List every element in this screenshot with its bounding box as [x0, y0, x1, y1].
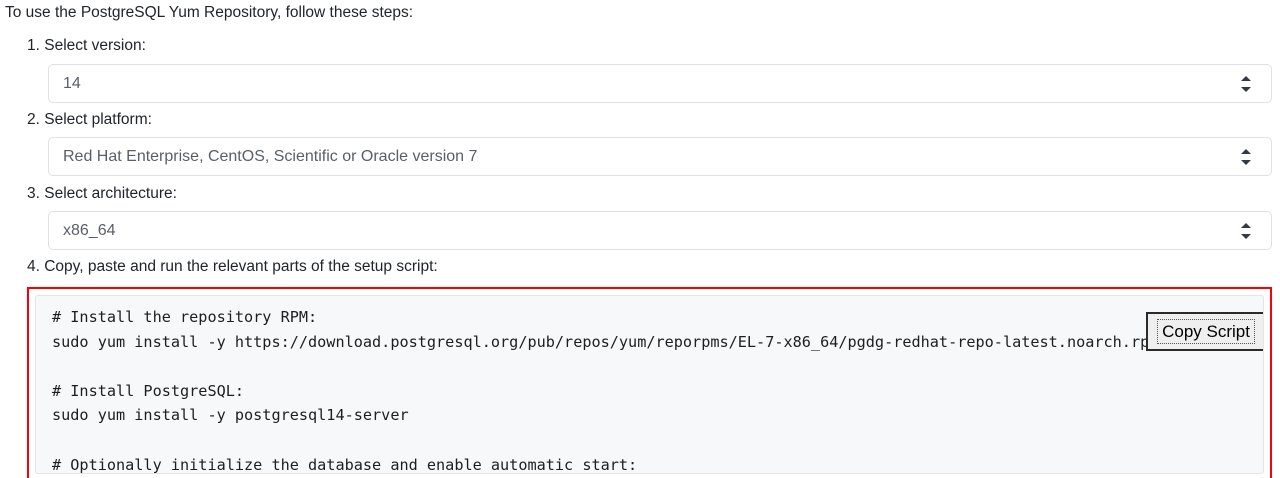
- updown-arrows-icon: [1241, 75, 1253, 93]
- page-intro-text: To use the PostgreSQL Yum Repository, fo…: [5, 4, 414, 21]
- updown-arrows-icon: [1241, 148, 1253, 166]
- step-1-label: 1. Select version:: [27, 37, 146, 54]
- step-2-label: 2. Select platform:: [27, 111, 152, 128]
- updown-arrows-icon: [1241, 222, 1253, 240]
- setup-script-highlight-box: # Install the repository RPM: sudo yum i…: [27, 287, 1272, 478]
- platform-select-value: Red Hat Enterprise, CentOS, Scientific o…: [63, 147, 478, 165]
- version-select-value: 14: [63, 74, 81, 92]
- version-select[interactable]: 14: [48, 64, 1272, 103]
- setup-script-panel[interactable]: # Install the repository RPM: sudo yum i…: [35, 295, 1264, 474]
- setup-script-text: # Install the repository RPM: sudo yum i…: [52, 308, 1159, 474]
- architecture-select[interactable]: x86_64: [48, 211, 1272, 250]
- architecture-select-value: x86_64: [63, 221, 116, 239]
- step-4-label: 4. Copy, paste and run the relevant part…: [27, 258, 438, 275]
- copy-script-button[interactable]: Copy Script: [1146, 312, 1263, 351]
- copy-script-button-label: Copy Script: [1157, 319, 1255, 344]
- platform-select[interactable]: Red Hat Enterprise, CentOS, Scientific o…: [48, 137, 1272, 176]
- step-3-label: 3. Select architecture:: [27, 185, 177, 202]
